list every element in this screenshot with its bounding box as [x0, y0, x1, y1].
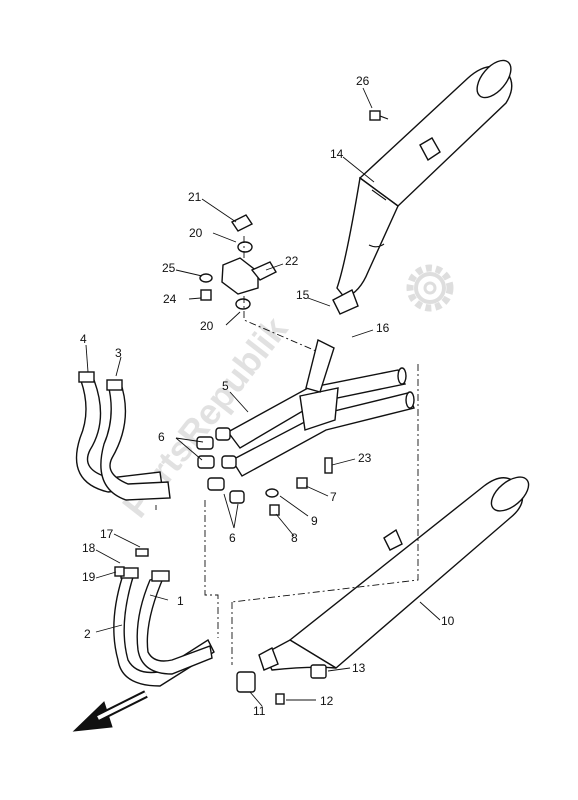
callout-18: 18 — [82, 541, 96, 555]
header-pipes-3-4 — [75, 371, 171, 501]
callout-9: 9 — [311, 514, 318, 528]
callout-19: 19 — [82, 570, 96, 584]
callout-2: 2 — [84, 627, 91, 641]
callout-17: 17 — [100, 527, 114, 541]
callout-6b: 6 — [229, 531, 236, 545]
gaskets-6 — [196, 427, 245, 504]
header-pipes-1-2 — [113, 548, 215, 687]
gear-icon — [406, 264, 454, 312]
callout-20a: 20 — [189, 226, 203, 240]
callout-5: 5 — [222, 379, 229, 393]
lower-muffler — [258, 476, 530, 671]
callout-12: 12 — [320, 694, 334, 708]
callout-14: 14 — [330, 147, 344, 161]
bracket-assembly — [199, 214, 331, 358]
callout-labels: 1 2 3 4 5 6 6 7 8 9 10 11 12 13 14 15 16… — [80, 74, 455, 718]
callout-23: 23 — [358, 451, 372, 465]
leader-lines — [85, 87, 441, 707]
callout-4: 4 — [80, 332, 87, 346]
callout-10: 10 — [441, 614, 455, 628]
callout-3: 3 — [115, 346, 122, 360]
upper-muffler — [332, 59, 513, 315]
guide-lines — [155, 364, 419, 665]
callout-21: 21 — [188, 190, 202, 204]
callout-22: 22 — [285, 254, 299, 268]
callout-24: 24 — [163, 292, 177, 306]
callout-26: 26 — [356, 74, 370, 88]
callout-13: 13 — [352, 661, 366, 675]
bolt-26 — [369, 110, 389, 121]
callout-11: 11 — [253, 704, 266, 718]
callout-16: 16 — [376, 321, 390, 335]
callout-8: 8 — [291, 531, 298, 545]
callout-1: 1 — [177, 594, 184, 608]
callout-25: 25 — [162, 261, 176, 275]
small-fasteners — [265, 457, 333, 516]
arrow-down-left-icon — [72, 690, 148, 732]
lower-fasteners — [236, 664, 327, 705]
rear-pipe-assembly — [226, 338, 415, 477]
callout-15: 15 — [296, 288, 310, 302]
callout-7: 7 — [330, 490, 337, 504]
callout-20b: 20 — [200, 319, 214, 333]
callout-6a: 6 — [158, 430, 165, 444]
